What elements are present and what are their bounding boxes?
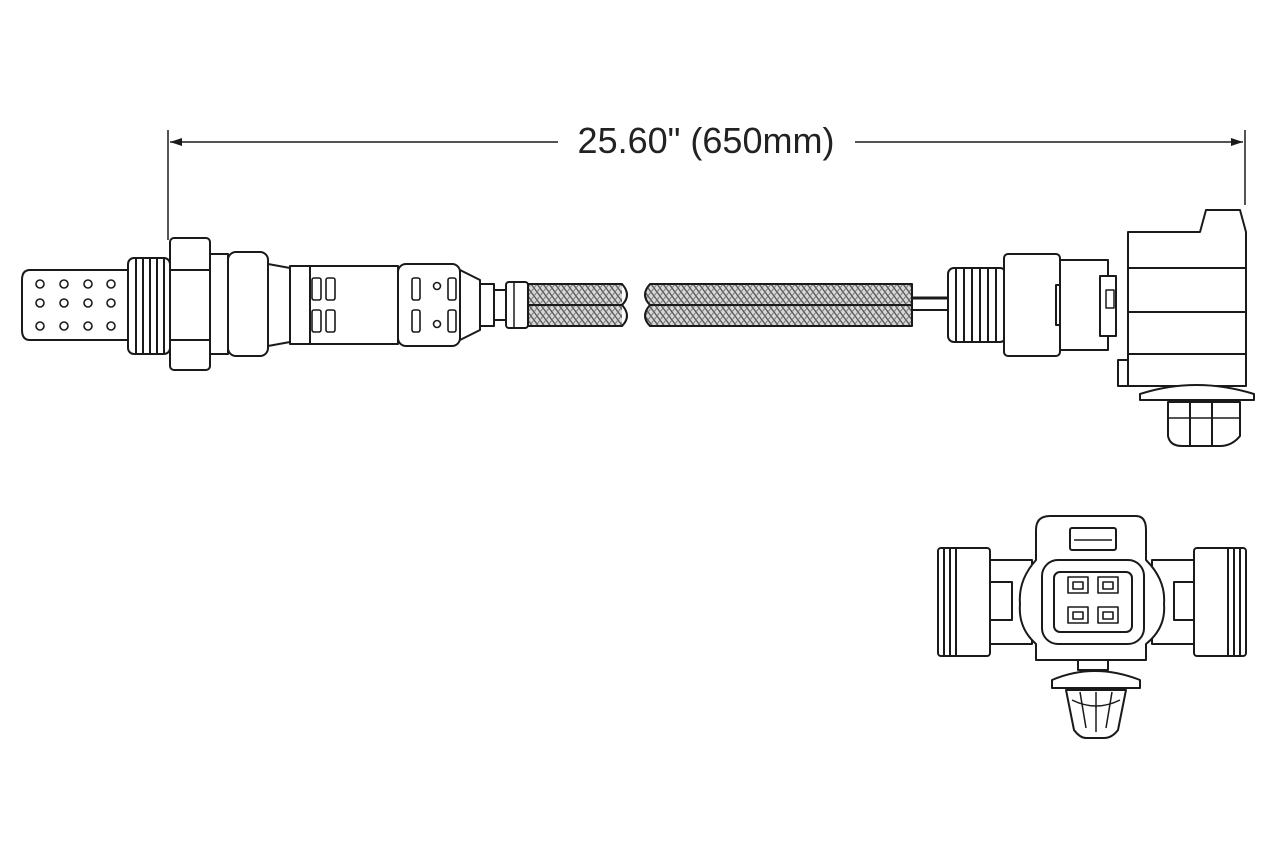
sensor-housing: [227, 251, 481, 357]
dimension-label: 25.60" (650mm): [578, 120, 835, 161]
wire-connector: [1003, 209, 1247, 387]
braided-cable-left: [527, 283, 628, 327]
braided-cable-right: [644, 283, 950, 327]
crimp-ferrule: [479, 281, 529, 329]
arrow-right-icon: [1231, 138, 1243, 146]
sensor-tip: [21, 269, 130, 341]
connector-face: [937, 515, 1247, 671]
arrow-left-icon: [170, 138, 182, 146]
hex-nut: [169, 237, 229, 371]
threaded-body: [127, 257, 171, 355]
connector-pins: [1067, 576, 1119, 624]
cable-grommet: [947, 267, 1007, 343]
mounting-clip: [1139, 384, 1255, 447]
dimension-line: 25.60" (650mm): [167, 120, 1246, 240]
mounting-clip-front: [1051, 670, 1141, 739]
